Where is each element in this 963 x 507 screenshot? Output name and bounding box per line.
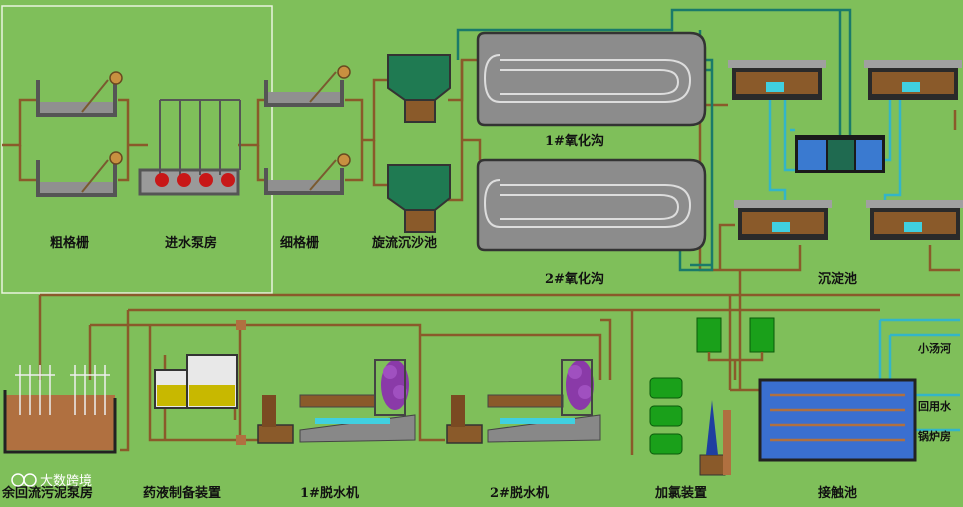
sludge-return-pump-house	[3, 365, 117, 454]
inlet-pump-house	[138, 99, 241, 196]
label-fine-screen: 细格栅	[280, 235, 319, 251]
dewatering-machine-2	[446, 359, 601, 444]
label-dewatering-1: 1#脱水机	[300, 485, 359, 501]
contact-tank	[758, 378, 917, 462]
watermark-text: 大数跨境	[40, 474, 92, 489]
label-outlet-river: 小汤河	[917, 341, 951, 355]
fine-screen-unit	[264, 65, 351, 195]
label-sedimentation: 沉淀池	[818, 271, 857, 287]
label-coarse-screen: 粗格栅	[50, 235, 89, 251]
label-outlet-reuse: 回用水	[918, 399, 952, 413]
dewatering-machine-1	[257, 359, 416, 444]
label-outlet-boiler: 锅炉房	[918, 429, 951, 443]
sedimentation-tanks	[728, 60, 963, 240]
label-inlet-pump: 进水泵房	[165, 235, 217, 251]
label-grit-chamber: 旋流沉沙池	[371, 235, 437, 251]
grit-chamber-unit	[387, 54, 451, 233]
label-dewatering-2: 2#脱水机	[490, 485, 549, 501]
teal-pipes	[456, 8, 852, 272]
cyan-pipes	[768, 100, 960, 432]
label-oxidation-ditch-1: 1#氧化沟	[545, 133, 604, 149]
highlight-frame	[1, 5, 273, 294]
label-chlorination: 加氯装置	[654, 485, 707, 501]
chemical-prep-unit	[154, 320, 246, 445]
coarse-screen-unit	[36, 71, 123, 197]
label-oxidation-ditch-2: 2#氧化沟	[545, 271, 604, 287]
oxidation-ditch-2	[476, 158, 707, 252]
sludge-pipes	[2, 58, 960, 455]
watermark-logo-icon	[11, 473, 25, 487]
oxidation-ditch-1	[476, 31, 707, 127]
watermark: 大数跨境	[11, 473, 92, 489]
label-sludge-return-pump: 余回流污泥泵房	[1, 485, 93, 501]
label-contact-tank: 接触池	[818, 485, 857, 501]
label-chemical-prep: 药液制备装置	[143, 485, 221, 501]
chlorination-unit	[649, 317, 775, 476]
